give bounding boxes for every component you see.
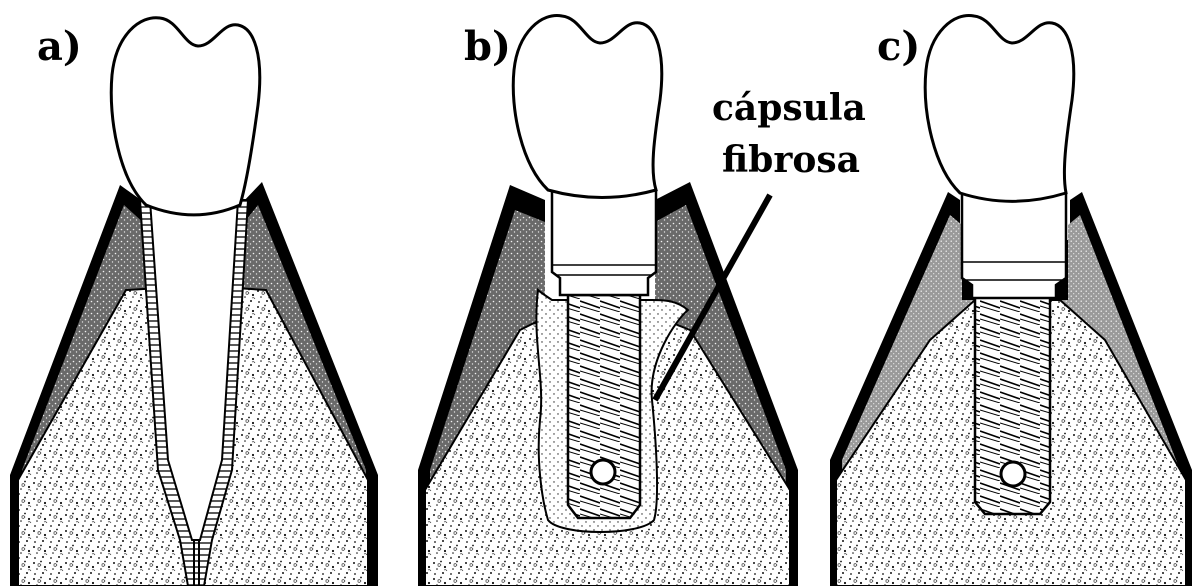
tooth-crown-a	[111, 18, 260, 215]
implant-hole-b	[591, 460, 615, 484]
panel-c-osseointegration	[830, 15, 1192, 586]
tooth-crown-c	[925, 15, 1074, 201]
tooth-crown-b	[513, 15, 662, 197]
panel-label-a: a)	[37, 23, 82, 70]
abutment-c	[962, 193, 1066, 298]
panel-label-c: c)	[877, 23, 920, 70]
abutment-b	[552, 190, 656, 295]
capsule-label-line1: cápsula	[712, 87, 866, 129]
capsule-label-line2: fibrosa	[722, 139, 860, 181]
panel-a-natural-tooth	[10, 18, 378, 586]
panel-label-b: b)	[464, 23, 511, 70]
implant-hole-c	[1001, 462, 1025, 486]
